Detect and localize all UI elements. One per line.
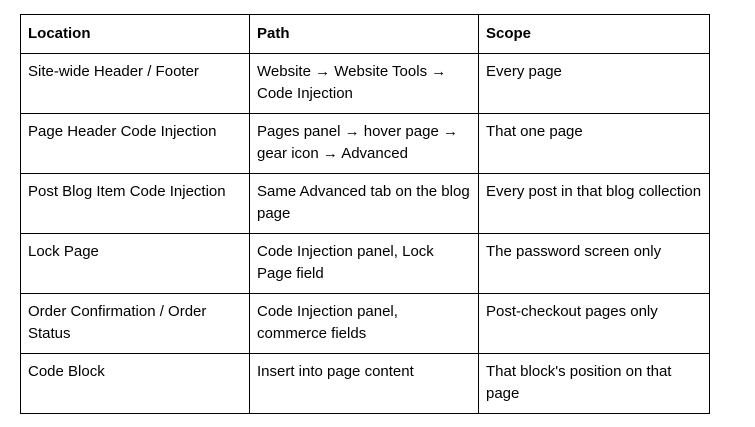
column-header-scope: Scope xyxy=(478,14,710,54)
path-cell: Insert into page content xyxy=(249,353,479,414)
path-cell: Code Injection panel, Lock Page field xyxy=(249,233,479,294)
location-cell: Lock Page xyxy=(20,233,250,294)
scope-cell: That one page xyxy=(478,113,710,174)
scope-cell: Post-checkout pages only xyxy=(478,293,710,354)
column-header-path: Path xyxy=(249,14,479,54)
location-cell: Code Block xyxy=(20,353,250,414)
scope-cell: That block's position on that page xyxy=(478,353,710,414)
location-cell: Order Confirmation / Order Status xyxy=(20,293,250,354)
table-header: Location Path Scope xyxy=(20,14,710,54)
path-cell: Same Advanced tab on the blog page xyxy=(249,173,479,234)
column-header-location: Location xyxy=(20,14,250,54)
table-row: Code Block Insert into page content That… xyxy=(20,353,710,414)
table-row: Post Blog Item Code Injection Same Advan… xyxy=(20,173,710,234)
scope-cell: The password screen only xyxy=(478,233,710,294)
code-injection-table: Location Path Scope Site-wide Header / F… xyxy=(20,14,710,414)
path-cell: Website → Website Tools → Code Injection xyxy=(249,53,479,114)
scope-cell: Every page xyxy=(478,53,710,114)
location-cell: Page Header Code Injection xyxy=(20,113,250,174)
scope-cell: Every post in that blog collection xyxy=(478,173,710,234)
table-row: Site-wide Header / Footer Website → Webs… xyxy=(20,53,710,114)
path-cell: Pages panel → hover page → gear icon → A… xyxy=(249,113,479,174)
path-cell: Code Injection panel, commerce fields xyxy=(249,293,479,354)
table-row: Lock Page Code Injection panel, Lock Pag… xyxy=(20,233,710,294)
location-cell: Site-wide Header / Footer xyxy=(20,53,250,114)
header-row: Location Path Scope xyxy=(20,14,710,54)
table-row: Order Confirmation / Order Status Code I… xyxy=(20,293,710,354)
table-body: Site-wide Header / Footer Website → Webs… xyxy=(20,53,710,414)
location-cell: Post Blog Item Code Injection xyxy=(20,173,250,234)
table-row: Page Header Code Injection Pages panel →… xyxy=(20,113,710,174)
